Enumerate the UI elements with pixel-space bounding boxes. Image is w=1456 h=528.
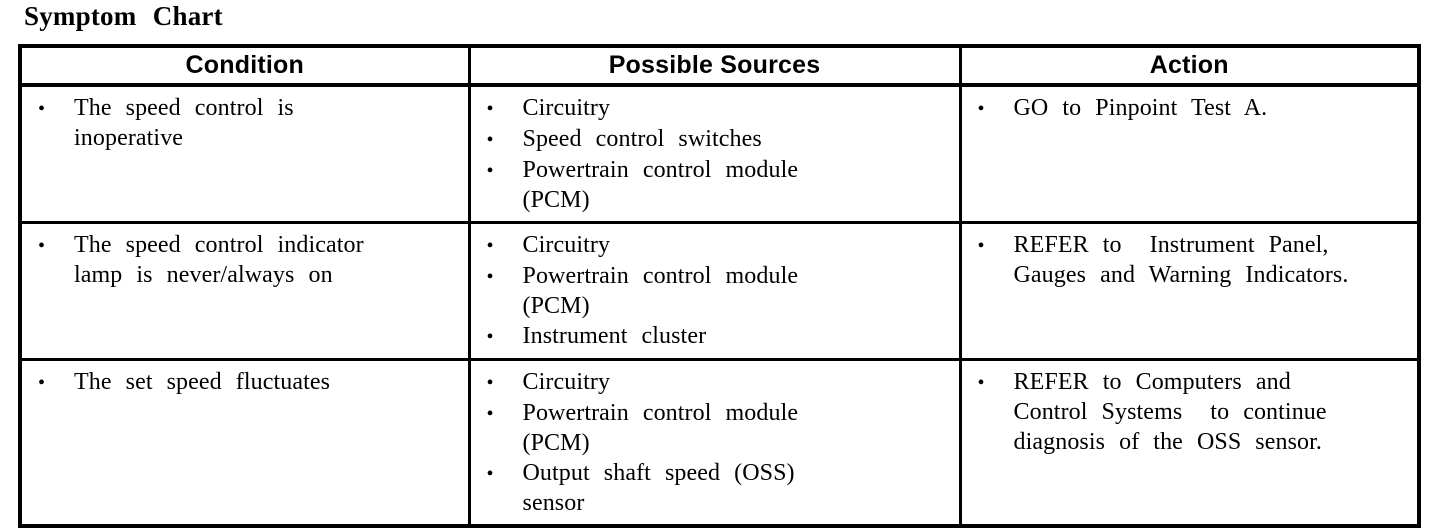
table-header-row: Condition Possible Sources Action <box>18 44 1421 87</box>
bullet-icon: • <box>977 372 985 394</box>
bullet-text: The set speed fluctuates <box>74 369 331 395</box>
table-row: • The speed control is inoperative • Cir… <box>18 83 1421 224</box>
header-condition: Condition <box>18 44 471 87</box>
action-cell: • GO to Pinpoint Test A. <box>958 83 1421 224</box>
bullet-text: Instrument cluster <box>522 323 707 349</box>
page-title: Symptom Chart <box>24 1 223 31</box>
table-row: • The speed control indicator lamp is ne… <box>18 221 1421 361</box>
bullet-item: • Circuitry <box>471 230 951 261</box>
bullet-text: Powertrain control module (PCM) <box>522 400 799 456</box>
bullet-item: • Powertrain control module (PCM) <box>471 261 951 321</box>
bullet-icon: • <box>38 372 46 394</box>
bullet-text: REFER to Instrument Panel, Gauges and Wa… <box>1013 232 1349 288</box>
bullet-item: • The speed control is inoperative <box>22 93 460 153</box>
bullet-text: REFER to Computers and Control Systems t… <box>1013 369 1327 455</box>
bullet-text: Output shaft speed (OSS) sensor <box>522 460 795 516</box>
bullet-item: • Circuitry <box>471 93 951 124</box>
bullet-icon: • <box>38 235 46 257</box>
bullet-text: The speed control indicator lamp is neve… <box>74 232 364 288</box>
bullet-icon: • <box>486 372 494 394</box>
bullet-text: Circuitry <box>522 369 611 395</box>
action-cell: • REFER to Computers and Control Systems… <box>958 358 1421 528</box>
action-cell: • REFER to Instrument Panel, Gauges and … <box>958 221 1421 361</box>
header-possible-sources: Possible Sources <box>467 44 962 87</box>
bullet-item: • Speed control switches <box>471 124 951 155</box>
header-action: Action <box>958 44 1421 87</box>
bullet-text: GO to Pinpoint Test A. <box>1013 95 1268 121</box>
bullet-text: Powertrain control module (PCM) <box>522 263 799 319</box>
bullet-item: • REFER to Computers and Control Systems… <box>962 367 1410 457</box>
bullet-icon: • <box>486 129 494 151</box>
bullet-text: Circuitry <box>522 95 611 121</box>
bullet-icon: • <box>977 98 985 120</box>
bullet-icon: • <box>486 326 494 348</box>
sources-cell: • Circuitry • Powertrain control module … <box>467 358 962 528</box>
bullet-item: • Circuitry <box>471 367 951 398</box>
bullet-item: • Instrument cluster <box>471 321 951 352</box>
bullet-text: The speed control is inoperative <box>74 95 294 151</box>
bullet-icon: • <box>486 463 494 485</box>
bullet-icon: • <box>486 403 494 425</box>
bullet-item: • The set speed fluctuates <box>22 367 460 398</box>
bullet-item: • Output shaft speed (OSS) sensor <box>471 458 951 518</box>
sources-cell: • Circuitry • Powertrain control module … <box>467 221 962 361</box>
condition-cell: • The speed control is inoperative <box>18 83 471 224</box>
bullet-item: • GO to Pinpoint Test A. <box>962 93 1410 124</box>
bullet-icon: • <box>38 98 46 120</box>
bullet-text: Circuitry <box>522 232 611 258</box>
condition-cell: • The speed control indicator lamp is ne… <box>18 221 471 361</box>
bullet-item: • Powertrain control module (PCM) <box>471 398 951 458</box>
symptom-chart-table: Condition Possible Sources Action • The … <box>18 44 1421 528</box>
bullet-item: • The speed control indicator lamp is ne… <box>22 230 460 290</box>
bullet-text: Speed control switches <box>522 126 762 152</box>
bullet-icon: • <box>486 160 494 182</box>
bullet-item: • Powertrain control module (PCM) <box>471 155 951 215</box>
bullet-text: Powertrain control module (PCM) <box>522 157 799 213</box>
table-row: • The set speed fluctuates • Circuitry • <box>18 358 1421 528</box>
bullet-icon: • <box>486 235 494 257</box>
sources-cell: • Circuitry • Speed control switches • P… <box>467 83 962 224</box>
bullet-icon: • <box>486 266 494 288</box>
condition-cell: • The set speed fluctuates <box>18 358 471 528</box>
bullet-icon: • <box>977 235 985 257</box>
bullet-item: • REFER to Instrument Panel, Gauges and … <box>962 230 1410 290</box>
bullet-icon: • <box>486 98 494 120</box>
